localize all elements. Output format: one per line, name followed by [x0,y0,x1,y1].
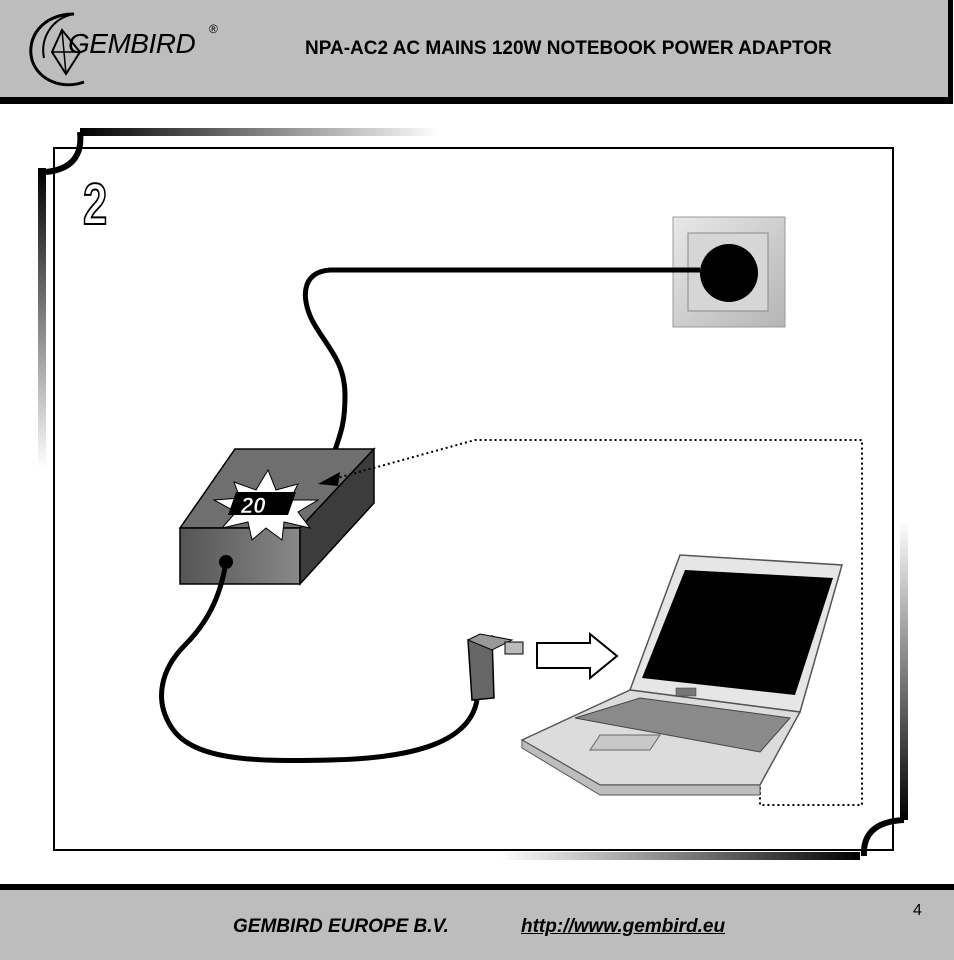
page-footer: GEMBIRD EUROPE B.V. http://www.gembird.e… [0,884,954,960]
dc-cable [159,561,480,764]
page-header: GEMBIRD ® NPA-AC2 AC MAINS 120W NOTEBOOK… [0,0,953,104]
illustration-frame [53,147,894,851]
laptop-icon [520,554,843,796]
adapter-badge-text: 20 [240,493,266,518]
step-number: 2 [82,172,108,237]
direction-arrow-icon [536,631,619,681]
document-title: NPA-AC2 AC MAINS 120W NOTEBOOK POWER ADA… [305,38,832,59]
callout-dotted-line [329,439,863,806]
dc-plug-icon [466,633,524,701]
registered-mark: ® [209,22,218,36]
footer-company: GEMBIRD EUROPE B.V. [233,916,449,937]
mains-cable [303,267,700,451]
power-adapter-icon [178,447,376,586]
logo-text: GEMBIRD [68,28,196,59]
footer-url-link[interactable]: http://www.gembird.eu [521,916,726,937]
page-number: 4 [913,902,922,919]
gembird-logo-icon [29,12,85,87]
